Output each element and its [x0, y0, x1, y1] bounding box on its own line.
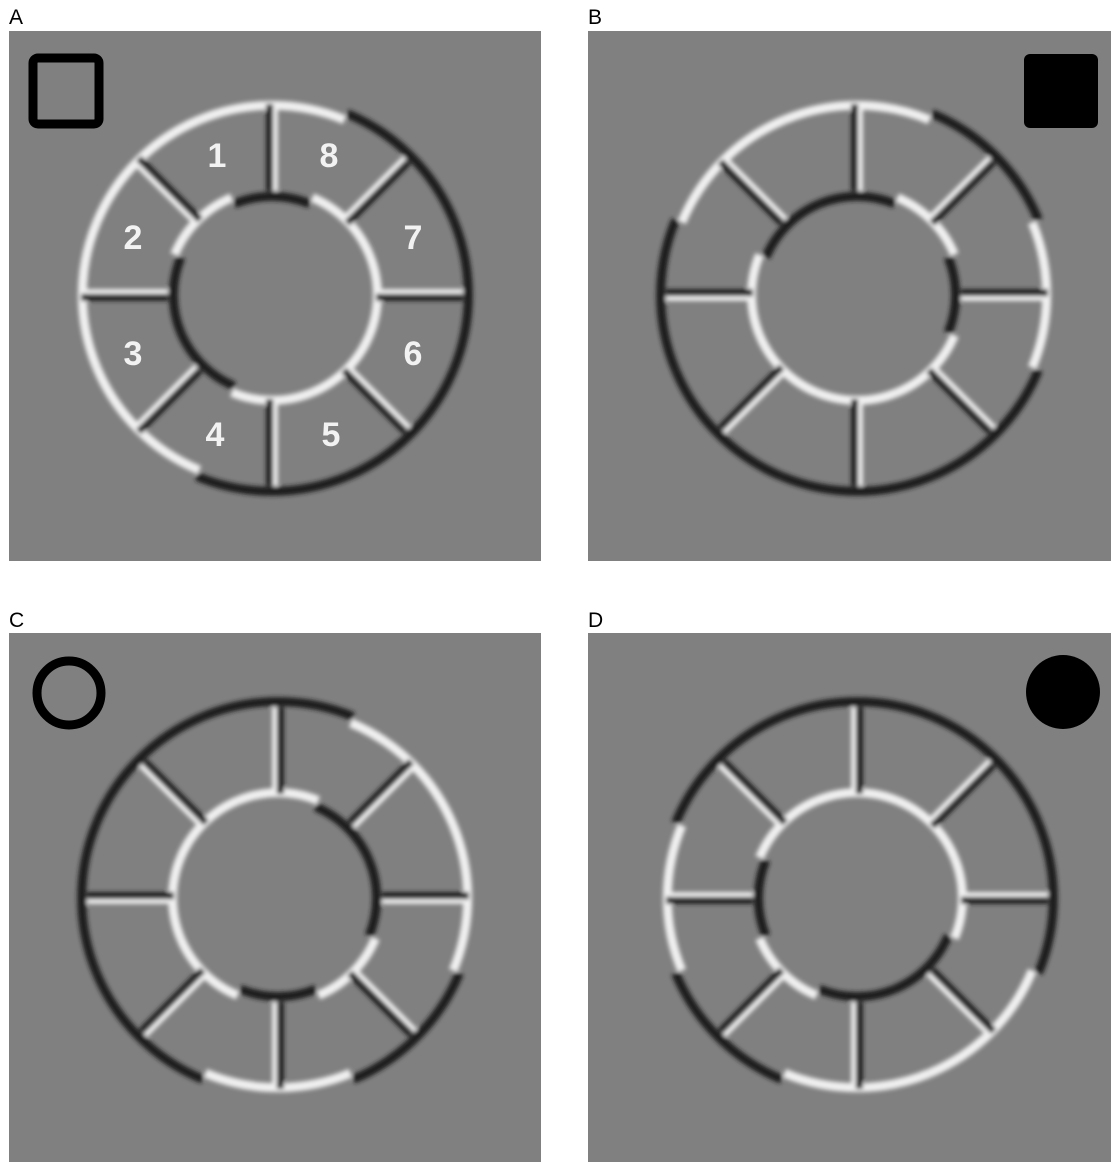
segment-label-4: 4: [206, 416, 225, 454]
inner-edge-segment-8: [232, 191, 312, 209]
inner-edge-segment-3: [176, 330, 237, 391]
spoke-8-light-edge: [721, 155, 788, 223]
spoke-2-light-edge: [926, 758, 993, 826]
inner-edge-segment-4: [238, 984, 318, 1002]
square-filled-marker: [1024, 54, 1098, 128]
segment-label-1: 1: [208, 137, 227, 175]
outer-edge-segment-1: [92, 712, 205, 825]
spoke-4-light-edge: [929, 364, 997, 431]
outer-edge-segment-6: [449, 218, 473, 372]
spoke-2-light-edge: [350, 762, 418, 829]
spoke-2-dark-edge: [347, 758, 414, 826]
circle-filled-marker: [1026, 655, 1100, 729]
outer-edge-segment-2: [77, 821, 101, 975]
spoke-6-dark-edge: [138, 967, 206, 1034]
spoke-6-dark-edge: [717, 967, 785, 1034]
spoke-4-dark-edge: [347, 970, 414, 1038]
spoke-8-light-edge: [717, 762, 785, 829]
panel-b: B: [588, 6, 1111, 561]
inner-edge-segment-5: [892, 933, 953, 994]
spoke-4-light-edge: [926, 970, 993, 1038]
outer-edge-segment-8: [201, 697, 355, 721]
inner-edge-segment-2: [753, 858, 771, 938]
segment-label-8: 8: [320, 137, 339, 175]
outer-edge-segment-3: [671, 971, 784, 1084]
inner-edge-segment-6: [943, 255, 961, 335]
spoke-2-light-edge: [926, 155, 993, 223]
inner-edge-segment-7: [313, 802, 374, 863]
segment-label-7: 7: [404, 219, 423, 257]
outer-edge-segment-5: [351, 971, 464, 1084]
outer-edge-segment-1: [671, 712, 784, 825]
square-outline-marker: [28, 53, 104, 129]
outer-edge-segment-4: [780, 472, 934, 496]
panel-c-ring: [77, 697, 473, 1093]
inner-edge-segment-2: [168, 255, 186, 335]
circle-outline-marker: [32, 656, 106, 730]
outer-edge-segment-6: [1034, 821, 1058, 975]
panel-d-label: D: [588, 609, 603, 632]
spoke-2-dark-edge: [344, 159, 412, 226]
panel-a-label: A: [9, 6, 23, 29]
spoke-4-dark-edge: [341, 367, 408, 435]
spoke-8-dark-edge: [721, 758, 788, 826]
spoke-6-light-edge: [132, 364, 200, 431]
outer-edge-segment-4: [195, 472, 349, 496]
spoke-6-light-edge: [721, 970, 788, 1038]
outer-edge-segment-7: [930, 712, 1043, 825]
panel-c: C: [9, 609, 541, 1162]
panel-d: D: [588, 609, 1111, 1162]
inner-edge-segment-8: [817, 191, 897, 209]
spoke-8-dark-edge: [717, 159, 785, 226]
spoke-4-dark-edge: [929, 967, 997, 1034]
panel-a: A 1 2 3 4 5 6 7 8: [9, 6, 541, 561]
spoke-6-light-edge: [142, 970, 209, 1038]
spoke-4-light-edge: [350, 967, 418, 1034]
spoke-6-light-edge: [721, 367, 788, 435]
inner-edge-segment-6: [364, 858, 382, 938]
spoke-8-light-edge: [132, 159, 200, 226]
outer-edge-segment-3: [92, 971, 205, 1084]
panel-c-label: C: [9, 609, 24, 632]
spoke-8-dark-edge: [142, 758, 209, 826]
segment-label-6: 6: [404, 335, 423, 373]
panel-d-ring: [662, 697, 1058, 1093]
spoke-6-dark-edge: [717, 364, 785, 431]
panel-a-ring: [77, 100, 473, 496]
spoke-2-dark-edge: [929, 762, 997, 829]
inner-edge-segment-1: [761, 199, 822, 260]
spoke-8-light-edge: [138, 762, 206, 829]
outer-edge-segment-5: [345, 368, 458, 481]
spoke-2-dark-edge: [929, 159, 997, 226]
spoke-8-dark-edge: [136, 155, 203, 223]
spoke-6-dark-edge: [136, 367, 203, 435]
panel-b-label: B: [588, 6, 602, 29]
outer-edge-segment-5: [930, 368, 1043, 481]
spoke-4-light-edge: [344, 364, 412, 431]
spoke-2-light-edge: [341, 155, 408, 223]
panel-b-ring: [656, 100, 1052, 496]
segment-label-2: 2: [124, 219, 143, 257]
spoke-4-dark-edge: [926, 367, 993, 435]
panel-a-segment-labels: 1 2 3 4 5 6 7 8: [124, 137, 423, 454]
segment-label-5: 5: [322, 416, 341, 454]
outer-edge-segment-2: [656, 218, 680, 372]
inner-edge-segment-4: [817, 984, 897, 1002]
outer-edge-segment-3: [671, 368, 784, 481]
segment-label-3: 3: [124, 335, 143, 373]
outer-edge-segment-7: [930, 109, 1043, 222]
outer-edge-segment-8: [780, 697, 934, 721]
outer-edge-segment-7: [345, 109, 458, 222]
